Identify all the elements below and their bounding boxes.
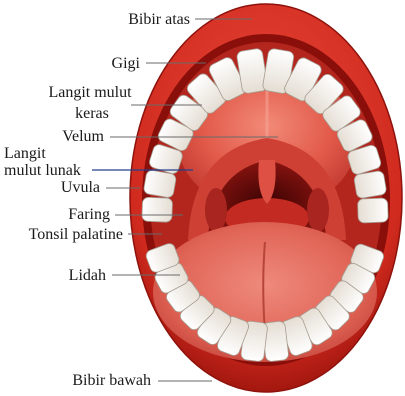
label-hard-palate-line2: keras bbox=[75, 105, 109, 122]
upper-tooth bbox=[142, 197, 173, 222]
label-tongue: Lidah bbox=[69, 267, 106, 284]
upper-tooth bbox=[357, 198, 388, 223]
label-lower-lip: Bibir bawah bbox=[72, 372, 151, 389]
upper-tooth bbox=[353, 170, 387, 199]
label-palatine-tonsil: Tonsil palatine bbox=[29, 226, 123, 243]
label-upper-lip: Bibir atas bbox=[128, 11, 190, 28]
label-hard-palate-line1: Langit mulut bbox=[48, 84, 132, 101]
label-uvula: Uvula bbox=[61, 179, 100, 196]
label-soft-palate-line1: Langit bbox=[4, 145, 46, 162]
label-teeth: Gigi bbox=[112, 55, 141, 72]
tonsil-right bbox=[307, 188, 329, 232]
label-velum: Velum bbox=[62, 128, 104, 145]
label-soft-palate-line2: mulut lunak bbox=[4, 162, 81, 179]
tonsil-left bbox=[205, 188, 227, 232]
label-pharynx: Faring bbox=[68, 206, 110, 223]
